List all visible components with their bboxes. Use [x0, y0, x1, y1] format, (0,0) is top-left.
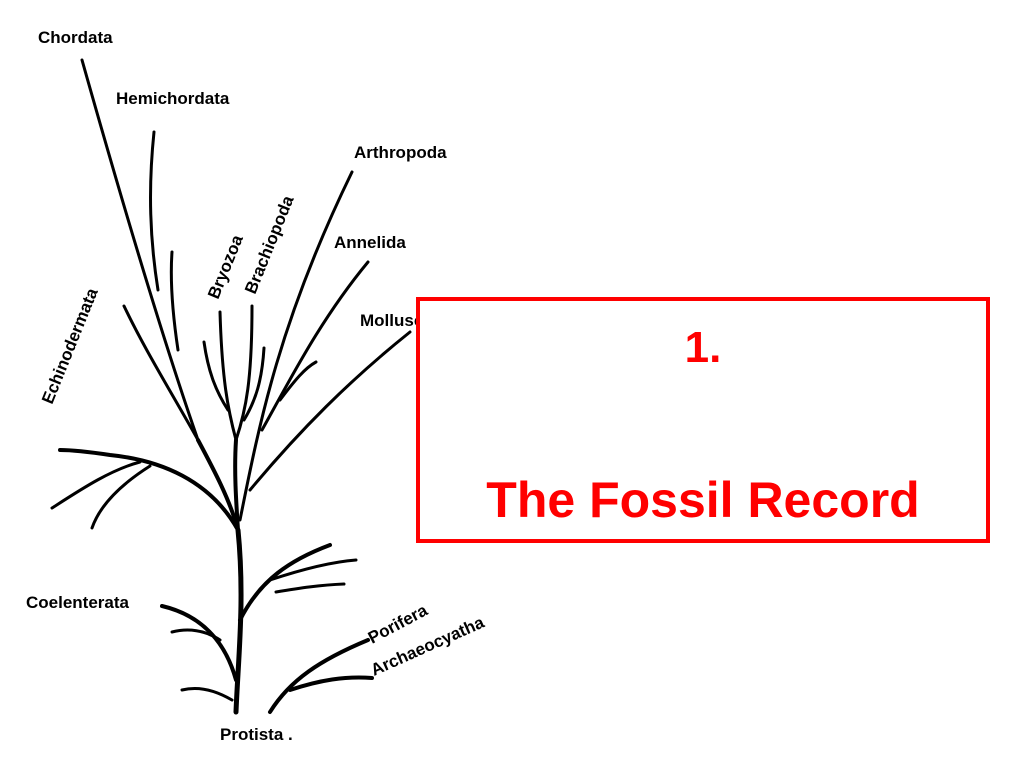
branch-annelida	[260, 260, 370, 432]
label-protista: Protista .	[220, 725, 293, 744]
label-bryozoa: Bryozoa	[204, 232, 247, 302]
branch-hemichordata	[149, 130, 160, 292]
label-hemichordata: Hemichordata	[116, 89, 230, 108]
branch-brachiopoda-side	[242, 346, 266, 422]
branch-archaeocyatha	[288, 675, 374, 692]
label-annelida: Annelida	[334, 233, 406, 252]
branch-porifera	[268, 638, 370, 714]
branch-bryozoa	[218, 310, 238, 442]
branch-echinodermata	[122, 304, 200, 442]
branch-coelenterata-2	[170, 628, 222, 642]
branch-right-fan-3	[274, 582, 346, 594]
section-number: 1.	[684, 323, 722, 372]
label-coelenterata: Coelenterata	[26, 593, 130, 612]
branch-chordata	[80, 58, 200, 442]
title-box: 1. The Fossil Record	[416, 297, 990, 543]
branch-coelenterata	[160, 604, 238, 682]
branch-arthropoda	[238, 170, 354, 522]
branch-small-1	[169, 250, 180, 352]
label-brachiopoda: Brachiopoda	[241, 193, 298, 297]
branch-left-fan-3	[90, 464, 152, 530]
branch-right-fan-2	[268, 558, 358, 582]
label-echinodermata: Echinodermata	[38, 285, 102, 406]
label-arthropoda: Arthropoda	[354, 143, 447, 162]
trunk-upper	[196, 438, 240, 532]
branch-annelida-side	[278, 360, 318, 402]
branch-coelenterata-3	[180, 686, 234, 702]
branch-brachiopoda	[234, 304, 254, 442]
trunk	[233, 527, 244, 715]
branch-left-fan-2	[50, 460, 142, 510]
label-chordata: Chordata	[38, 28, 113, 47]
slide-title: The Fossil Record	[486, 472, 920, 528]
label-mollusca: Mollusca	[360, 311, 433, 330]
branch-right-fan	[238, 543, 332, 622]
branch-bryozoa-side	[202, 340, 230, 412]
branch-cluster-stem	[233, 438, 240, 532]
branch-mollusca	[248, 330, 412, 492]
branch-left-fan	[58, 448, 240, 532]
